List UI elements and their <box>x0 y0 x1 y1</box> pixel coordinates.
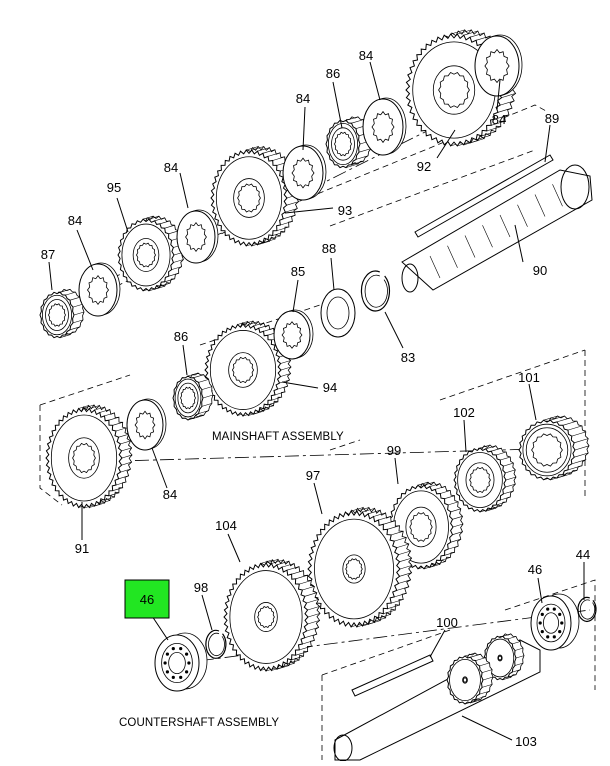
key-bar-part-89 <box>414 154 554 238</box>
countershaft-boundary <box>321 579 596 760</box>
part-label-89: 89 <box>545 111 559 126</box>
part-label-97: 97 <box>306 468 320 483</box>
countershaft-assembly-caption: COUNTERSHAFT ASSEMBLY <box>119 717 279 729</box>
washer-part-84-left <box>176 209 219 264</box>
gear-part-99 <box>388 481 464 570</box>
washer-part-84-upper <box>362 97 407 156</box>
part-label-86: 86 <box>326 66 340 81</box>
part-label-91: 91 <box>75 541 89 556</box>
part-label-84: 84 <box>296 91 310 106</box>
part-label-84: 84 <box>492 112 506 127</box>
part-label-90: 90 <box>533 263 547 278</box>
highlight-label: 46 <box>140 592 154 607</box>
part-label-103: 103 <box>515 734 537 749</box>
gear-part-86b <box>172 372 214 421</box>
part-label-92: 92 <box>417 159 431 174</box>
part-label-84: 84 <box>359 48 373 63</box>
part-label-93: 93 <box>338 203 352 218</box>
washer-layer <box>78 34 597 692</box>
part-label-102: 102 <box>453 405 475 420</box>
washer-part-84-right <box>474 34 523 97</box>
gear-part-97 <box>307 506 413 628</box>
countershaft-part-103 <box>333 633 541 762</box>
leader-lines <box>48 61 585 741</box>
snap-ring-part-44 <box>577 596 597 622</box>
part-label-84: 84 <box>68 213 82 228</box>
gear-part-95 <box>117 215 185 292</box>
gear-layer <box>39 29 590 672</box>
bearing-part-46-left <box>154 632 208 692</box>
washer-part-85 <box>273 309 314 360</box>
part-label-98: 98 <box>194 580 208 595</box>
part-labels: 84 86 84 84 89 84 92 93 95 84 87 88 85 9… <box>41 48 590 749</box>
part-label-85: 85 <box>291 264 305 279</box>
gear-part-93 <box>210 145 300 247</box>
countershaft-gear-teeth-b <box>446 652 494 705</box>
washer-part-84-far-left <box>78 262 121 317</box>
part-label-44: 44 <box>576 547 590 562</box>
gear-part-91 <box>45 404 133 509</box>
part-label-95: 95 <box>107 180 121 195</box>
gear-part-102 <box>453 444 517 513</box>
part-label-104: 104 <box>215 518 237 533</box>
part-label-46: 46 <box>528 562 542 577</box>
washer-part-84-lower <box>126 398 167 451</box>
part-label-99: 99 <box>387 443 401 458</box>
key-bar-part-100 <box>351 654 434 697</box>
snap-ring-part-98 <box>205 629 227 659</box>
part-label-100: 100 <box>436 615 458 630</box>
snap-ring-part-83 <box>360 270 391 312</box>
part-label-86: 86 <box>174 329 188 344</box>
gear-part-104 <box>223 558 321 672</box>
mainshaft-assembly-caption: MAINSHAFT ASSEMBLY <box>212 431 344 443</box>
gear-part-94 <box>204 320 292 417</box>
part-label-94: 94 <box>323 380 337 395</box>
part-label-87: 87 <box>41 247 55 262</box>
part-label-101: 101 <box>518 370 540 385</box>
part-label-83: 83 <box>401 350 415 365</box>
plate-part-88 <box>320 288 356 338</box>
gear-part-87 <box>39 288 85 339</box>
mainshaft-part-90 <box>401 164 593 293</box>
washer-part-84-mid <box>282 144 327 201</box>
part-label-84: 84 <box>163 487 177 502</box>
part-label-84: 84 <box>164 160 178 175</box>
part-label-88: 88 <box>322 241 336 256</box>
highlight-callout[interactable]: 46 <box>124 579 170 619</box>
bearing-part-46-right <box>530 593 580 651</box>
gear-part-101 <box>518 415 590 481</box>
